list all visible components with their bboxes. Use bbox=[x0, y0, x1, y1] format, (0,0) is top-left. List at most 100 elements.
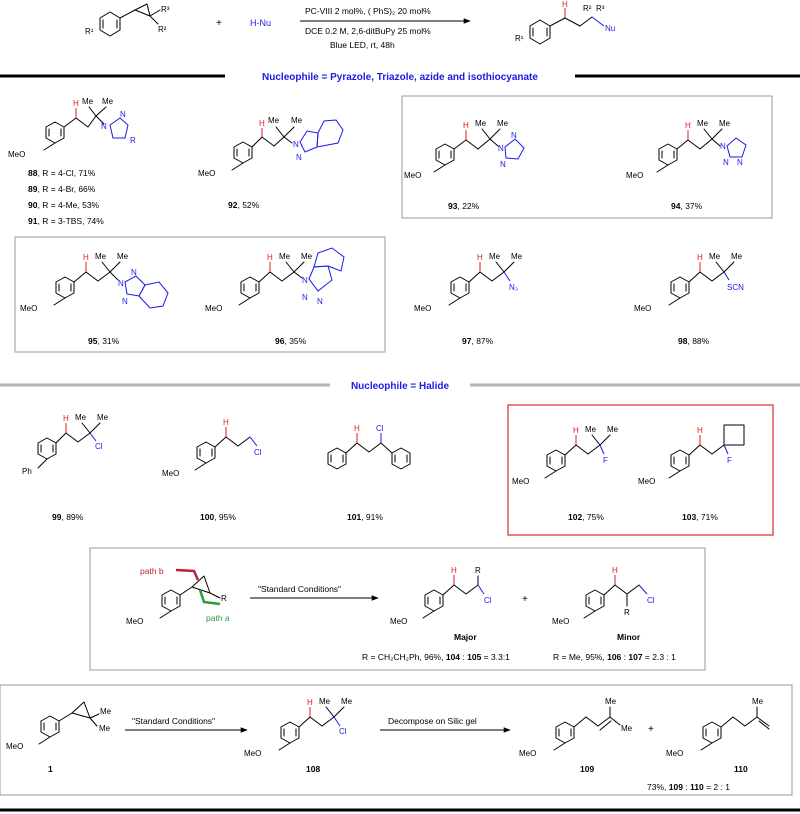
compound-110: MeO Me 110 bbox=[666, 697, 770, 774]
compound-label: , 35% bbox=[284, 336, 306, 346]
me-label: Me bbox=[100, 707, 112, 716]
n-label: N bbox=[302, 293, 308, 302]
compound-label: , R = 4-Me, 53% bbox=[37, 200, 99, 210]
compound-id: 93 bbox=[448, 201, 458, 211]
r-label: R bbox=[130, 136, 136, 145]
me-label: Me bbox=[99, 724, 111, 733]
svg-text:96, 35%: 96, 35% bbox=[275, 336, 307, 346]
h-label: H bbox=[685, 121, 691, 130]
r-label: R bbox=[475, 566, 481, 575]
path-b-arrow bbox=[175, 568, 200, 581]
note-id: 110 bbox=[690, 782, 704, 792]
h-label: H bbox=[573, 426, 579, 435]
compound-88-91: MeO H Me Me N N R 88, R = 4-Cl, 71% 89, … bbox=[8, 97, 136, 226]
h-label: H bbox=[63, 414, 69, 423]
n-label: N bbox=[131, 268, 137, 277]
svg-text:94, 37%: 94, 37% bbox=[671, 201, 703, 211]
general-reaction: R¹ R³ R² + H-Nu PC-VIII 2 mol%, ( PhS)₂ … bbox=[85, 0, 615, 50]
note-text: : bbox=[460, 652, 467, 662]
product-r2-label: R² bbox=[583, 4, 592, 13]
product-r1-label: R¹ bbox=[515, 34, 524, 43]
meo-label: MeO bbox=[126, 617, 143, 626]
compound-97: MeO H Me Me N₃ 97, 87% bbox=[414, 252, 523, 346]
h-label: H bbox=[267, 253, 273, 262]
svg-text:95, 31%: 95, 31% bbox=[88, 336, 120, 346]
compound-id: 94 bbox=[671, 201, 681, 211]
h-label: H bbox=[697, 253, 703, 262]
path-a-label: path a bbox=[206, 613, 230, 623]
note-text: : bbox=[683, 782, 690, 792]
compound-96: MeO H Me Me N N N 96, 35% bbox=[205, 247, 345, 346]
decomp-arrow-1-label: "Standard Conditions" bbox=[132, 716, 215, 726]
me-label: Me bbox=[719, 119, 731, 128]
me-label: Me bbox=[97, 413, 109, 422]
h-label: H bbox=[451, 566, 457, 575]
compound-id: 92 bbox=[228, 200, 238, 210]
n-label: N bbox=[511, 131, 517, 140]
n-label: N bbox=[296, 153, 302, 162]
svg-text:100, 95%: 100, 95% bbox=[200, 512, 236, 522]
note-id: 106 bbox=[607, 652, 621, 662]
me-label: Me bbox=[621, 724, 633, 733]
note-text: = 3.3:1 bbox=[481, 652, 510, 662]
compound-id: 95 bbox=[88, 336, 98, 346]
major-ratio-note: R = CH₂CH₂Ph, 96%, 104 : 105 = 3.3:1 bbox=[362, 652, 510, 662]
decomp-plus: + bbox=[648, 724, 654, 735]
svg-text:97, 87%: 97, 87% bbox=[462, 336, 494, 346]
me-label: Me bbox=[511, 252, 523, 261]
n-label: N bbox=[118, 279, 124, 288]
me-label: Me bbox=[489, 252, 501, 261]
me-label: Me bbox=[731, 252, 743, 261]
meo-label: MeO bbox=[6, 742, 23, 751]
compound-id: 89 bbox=[28, 184, 38, 194]
meo-label: MeO bbox=[244, 749, 261, 758]
reaction-plus: + bbox=[216, 18, 222, 29]
me-label: Me bbox=[279, 252, 291, 261]
n-label: N bbox=[723, 158, 729, 167]
compound-92: MeO H Me Me N N 92, 52% bbox=[198, 116, 344, 210]
path-a-arrow bbox=[198, 589, 221, 606]
f-label: F bbox=[727, 456, 732, 465]
path-b-label: path b bbox=[140, 566, 164, 576]
decomp-ratio-note: 73%, 109 : 110 = 2 : 1 bbox=[647, 782, 730, 792]
major-label: Major bbox=[454, 632, 477, 642]
compound-102: MeO H Me Me F 102, 75% bbox=[512, 425, 619, 522]
box-102-103 bbox=[507, 404, 774, 536]
cl-label: Cl bbox=[339, 727, 347, 736]
r-label: R bbox=[624, 608, 630, 617]
svg-text:102, 75%: 102, 75% bbox=[568, 512, 604, 522]
me-label: Me bbox=[102, 97, 114, 106]
cl-label: Cl bbox=[376, 424, 384, 433]
compound-id: 99 bbox=[52, 512, 62, 522]
note-text: R = CH₂CH₂Ph, 96%, bbox=[362, 652, 446, 662]
compound-101: H Cl 101, 91% bbox=[327, 424, 411, 522]
conditions-line-1: PC-VIII 2 mol%, ( PhS)₂ 20 mol% bbox=[305, 6, 431, 16]
h-label: H bbox=[259, 119, 265, 128]
box-decomposition bbox=[0, 684, 793, 796]
compound-label: , 89% bbox=[61, 512, 83, 522]
r1-label: R¹ bbox=[85, 27, 94, 36]
h-label: H bbox=[477, 253, 483, 262]
conditions-line-3: Blue LED, rt, 48h bbox=[330, 40, 395, 50]
compound-label: , 87% bbox=[471, 336, 493, 346]
note-id: 109 bbox=[669, 782, 683, 792]
note-text: = 2.3 : 1 bbox=[643, 652, 677, 662]
n-label: N bbox=[720, 142, 726, 151]
compound-label: , R = 3-TBS, 74% bbox=[37, 216, 104, 226]
me-label: Me bbox=[697, 119, 709, 128]
n-label: N bbox=[120, 110, 126, 119]
compound-id: 101 bbox=[347, 512, 361, 522]
me-label: Me bbox=[341, 697, 353, 706]
compound-99: Ph H Me Me Cl 99, 89% bbox=[22, 413, 109, 522]
n-label: N bbox=[293, 140, 299, 149]
meo-label: MeO bbox=[666, 749, 683, 758]
compound-1: MeO Me Me 1 bbox=[6, 701, 112, 774]
product-r3-label: R³ bbox=[596, 4, 605, 13]
svg-text:99, 89%: 99, 89% bbox=[52, 512, 84, 522]
h-label: H bbox=[612, 566, 618, 575]
h-label: H bbox=[83, 253, 89, 262]
regio-plus: + bbox=[522, 594, 528, 605]
n-label: N bbox=[302, 276, 308, 285]
compound-id: 98 bbox=[678, 336, 688, 346]
